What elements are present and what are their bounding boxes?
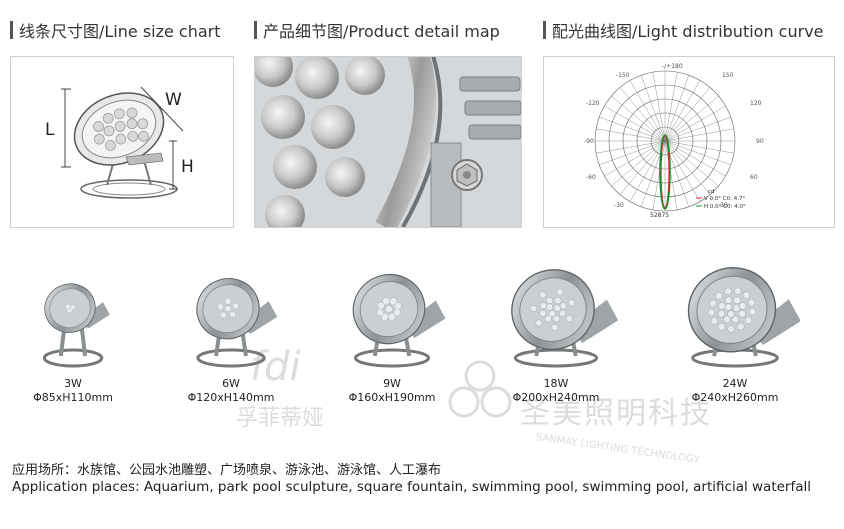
angle-label-m30: -30 xyxy=(614,202,624,209)
product-detail-panel xyxy=(254,56,522,228)
angle-label-120: 120 xyxy=(750,100,762,107)
line-size-panel: L W H xyxy=(10,56,234,228)
angle-label-60: 60 xyxy=(750,174,758,181)
light-curve-title: 配光曲线图/Light distribution curve xyxy=(543,18,824,42)
product-card: 24W Φ240xH260mm xyxy=(670,258,801,405)
legend-h: H 0.0° C0: 4.0° xyxy=(704,204,746,210)
lamp-image xyxy=(42,283,110,368)
application-cn: 应用场所：水族馆、公园水池雕塑、广场喷泉、游泳池、游泳馆、人工瀑布 xyxy=(12,463,442,478)
product-power: 6W xyxy=(222,377,240,390)
legend-v: V 0.0° C0: 4.7° xyxy=(704,196,745,202)
polar-diagram: -/+180 -150 150 -120 120 -90 90 -60 60 -… xyxy=(584,63,764,219)
light-curve-panel: -/+180 -150 150 -120 120 -90 90 -60 60 -… xyxy=(543,56,835,228)
product-power: 24W xyxy=(722,377,748,390)
product-power: 3W xyxy=(64,377,82,390)
beam-curve-v xyxy=(660,135,670,209)
title-bar-decoration xyxy=(543,21,546,39)
product-power: 18W xyxy=(543,377,569,390)
title-bar-decoration xyxy=(10,21,13,39)
product-dimensions: Φ240xH260mm xyxy=(691,391,779,404)
product-card: 9W Φ160xH190mm xyxy=(327,258,457,405)
line-size-title-text: 线条尺寸图/Line size chart xyxy=(19,22,221,41)
angle-label-m90: -90 xyxy=(584,138,594,145)
angle-label-m60: -60 xyxy=(586,174,596,181)
legend-unit: cd xyxy=(708,189,715,195)
product-detail-title: 产品细节图/Product detail map xyxy=(254,18,500,42)
lamp-image xyxy=(687,267,801,368)
dimension-label-h: H xyxy=(181,157,194,177)
lamp-image xyxy=(352,274,446,368)
product-power: 9W xyxy=(383,377,401,390)
product-dimensions: Φ85xH110mm xyxy=(33,391,113,404)
angle-label-m120: -120 xyxy=(586,100,600,107)
product-dimensions: Φ200xH240mm xyxy=(512,391,600,404)
brand-watermark-b-en: SANMAY LIGHTING TECHNOLOGY xyxy=(535,432,700,466)
product-card: 3W Φ85xH110mm xyxy=(8,258,138,405)
product-card: 18W Φ200xH240mm xyxy=(491,258,621,405)
angle-label-150: 150 xyxy=(722,72,734,79)
angle-label-90: 90 xyxy=(756,138,764,145)
polar-grid xyxy=(594,70,736,212)
angle-label-m150: -150 xyxy=(616,72,630,79)
product-detail-photo xyxy=(255,57,521,227)
product-detail-title-text: 产品细节图/Product detail map xyxy=(263,22,500,41)
line-size-title: 线条尺寸图/Line size chart xyxy=(10,18,221,42)
dimension-label-w: W xyxy=(165,90,182,110)
title-bar-decoration xyxy=(254,21,257,39)
product-dimensions: Φ160xH190mm xyxy=(348,391,436,404)
angle-label-30: 30 xyxy=(720,202,728,209)
angle-label-top: -/+180 xyxy=(662,63,683,70)
product-dimensions: Φ120xH140mm xyxy=(187,391,275,404)
light-curve-title-text: 配光曲线图/Light distribution curve xyxy=(552,22,824,41)
center-value: 52875 xyxy=(650,212,669,219)
product-card: 6W Φ120xH140mm xyxy=(166,258,296,405)
line-size-drawing: L W H xyxy=(45,86,194,199)
lamp-image xyxy=(196,278,278,368)
dimension-label-l: L xyxy=(45,120,55,140)
beam-curve-h xyxy=(659,134,671,210)
lamp-image xyxy=(511,269,619,368)
application-en: Application places: Aquarium, park pool … xyxy=(12,479,811,495)
